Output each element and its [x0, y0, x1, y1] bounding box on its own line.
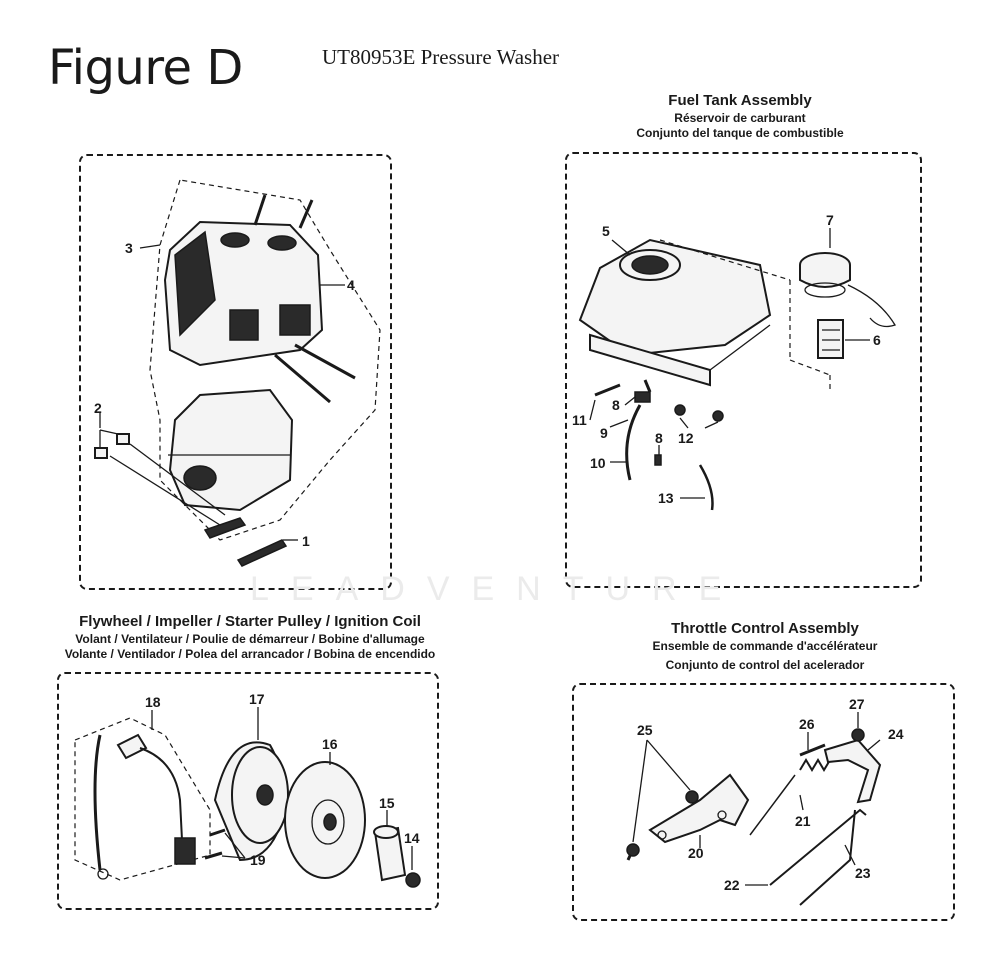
callout-10: 10: [590, 455, 606, 471]
callout-4: 4: [347, 277, 355, 293]
callout-9: 9: [600, 425, 608, 441]
callout-25: 25: [637, 722, 653, 738]
throttle-title-en: Throttle Control Assembly: [671, 620, 859, 637]
callout-5: 5: [602, 223, 610, 239]
shroud-panel: [79, 154, 392, 590]
watermark: LEADVENTURE: [250, 570, 744, 608]
throttle-heading: Throttle Control Assembly Ensemble de co…: [580, 620, 950, 673]
callout-19: 19: [250, 852, 266, 868]
callout-21: 21: [795, 813, 811, 829]
callout-11: 11: [572, 412, 587, 428]
callout-16: 16: [322, 736, 338, 752]
figure-title: Figure D: [48, 40, 243, 96]
throttle-panel: [572, 683, 955, 921]
shroud-drawing: [94, 179, 381, 567]
callout-1: 1: [302, 533, 310, 549]
callout-27: 27: [849, 696, 865, 712]
callout-15: 15: [379, 795, 395, 811]
fuel-tank-panel: [565, 152, 922, 588]
flywheel-heading: Flywheel / Impeller / Starter Pulley / I…: [40, 613, 460, 662]
fuel-tank-drawing: [578, 228, 896, 511]
callout-23: 23: [855, 865, 871, 881]
callout-20: 20: [688, 845, 704, 861]
flywheel-title-fr: Volant / Ventilateur / Poulie de démarre…: [75, 631, 425, 646]
callout-12: 12: [678, 430, 694, 446]
fuel-tank-title-en: Fuel Tank Assembly: [668, 92, 812, 109]
callout-13: 13: [658, 490, 674, 506]
throttle-drawing: [626, 712, 882, 906]
callout-7: 7: [826, 212, 834, 228]
flywheel-title-es: Volante / Ventilador / Polea del arranca…: [64, 646, 436, 661]
flywheel-drawing: [74, 707, 421, 888]
fuel-tank-heading: Fuel Tank Assembly Réservoir de carburan…: [560, 92, 920, 141]
fuel-tank-title-fr: Réservoir de carburant: [674, 110, 806, 125]
callout-8b: 8: [655, 430, 663, 446]
callout-3: 3: [125, 240, 133, 256]
callout-24: 24: [888, 726, 904, 742]
callout-8a: 8: [612, 397, 620, 413]
product-title: UT80953E Pressure Washer: [322, 45, 560, 69]
callout-22: 22: [724, 877, 740, 893]
flywheel-panel: [57, 672, 439, 910]
callout-2: 2: [94, 400, 102, 416]
callout-26: 26: [799, 716, 815, 732]
callout-6: 6: [873, 332, 881, 348]
throttle-title-es: Conjunto de control del acelerador: [665, 657, 865, 672]
fuel-tank-title-es: Conjunto del tanque de combustible: [636, 125, 844, 140]
throttle-title-fr: Ensemble de commande d'accélérateur: [652, 638, 878, 653]
callout-18: 18: [145, 694, 161, 710]
flywheel-title-en: Flywheel / Impeller / Starter Pulley / I…: [79, 613, 421, 630]
callout-14: 14: [404, 830, 420, 846]
callout-17: 17: [249, 691, 265, 707]
